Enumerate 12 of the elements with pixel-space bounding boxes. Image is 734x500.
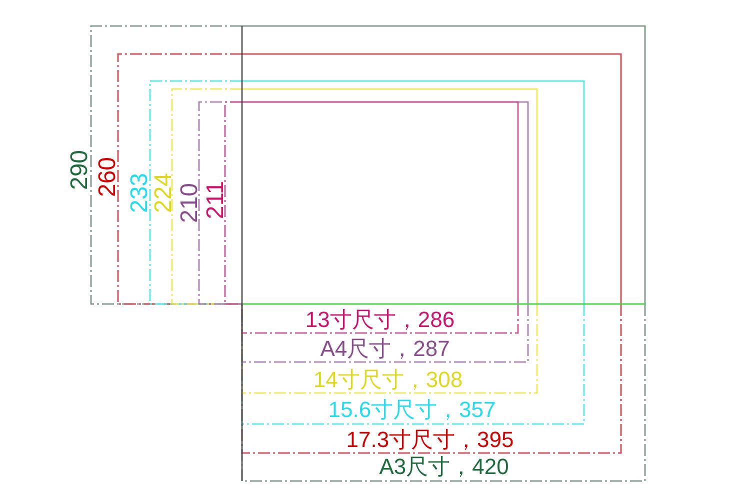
width-dimension-label: 15.6寸尺寸，357 — [328, 399, 496, 421]
height-dimension-label: 290 — [68, 150, 92, 190]
height-dimension-label: 211 — [204, 180, 228, 220]
height-dimension-label: 224 — [152, 172, 176, 214]
width-dimension-label: 17.3寸尺寸，395 — [346, 429, 514, 451]
height-dimension-label: 260 — [96, 156, 120, 198]
width-dimension-label: A3尺寸，420 — [379, 456, 509, 478]
height-dimension-label: 210 — [178, 182, 202, 224]
width-dimension-label: A4尺寸，287 — [320, 338, 450, 360]
height-dimension-label: 233 — [128, 172, 152, 214]
width-dimension-label: 13寸尺寸，286 — [305, 309, 455, 331]
width-dimension-label: 14寸尺寸，308 — [313, 369, 463, 391]
